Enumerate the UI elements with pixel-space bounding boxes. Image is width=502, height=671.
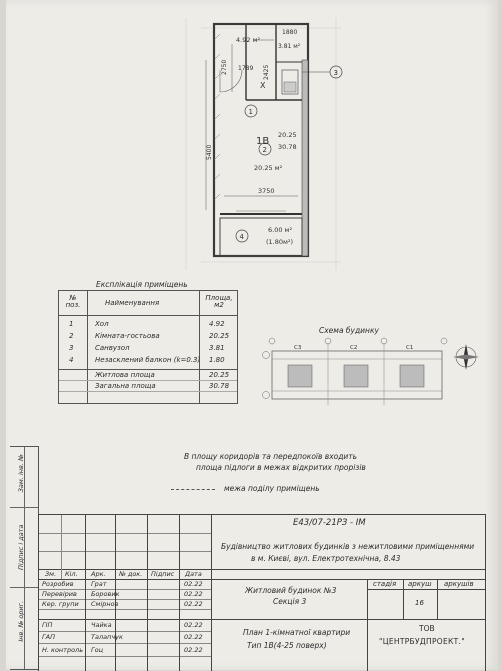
section-label: С1	[406, 345, 413, 351]
note-line-2: площа підлоги в межах відкритих прорізів	[196, 463, 366, 472]
row-num: 4	[69, 356, 74, 364]
title-block: Е43/07-21РЗ - ІМ Будівництво житлових бу…	[38, 514, 486, 671]
living-value: 20.25	[209, 371, 230, 379]
role-label: Розробив	[42, 580, 74, 588]
person-name: Гоц	[91, 646, 104, 654]
legend-text: межа поділу приміщень	[224, 484, 320, 493]
scheme-title: Схема будинку	[319, 326, 379, 335]
person-name: Талапчук	[91, 633, 123, 641]
side-label-orig: Інв. № ориг.	[16, 600, 25, 642]
row-num: 1	[69, 320, 74, 328]
project-line-2: в м. Києві, вул. Електротехнічна, 8.43	[251, 554, 401, 563]
row-area: 3.81	[209, 344, 225, 352]
door-mark: X	[260, 81, 266, 90]
row-area: 4.92	[209, 320, 225, 328]
plan-title-2: Тип 1В(4-25 поверх)	[247, 641, 327, 650]
mark-2: 2	[263, 146, 267, 154]
living-area: 20.25 м²	[254, 164, 283, 172]
room-label: 1В	[256, 136, 269, 147]
row-area: 1.80	[209, 356, 225, 364]
drawing-code: Е43/07-21РЗ - ІМ	[293, 518, 366, 528]
drawing-sheet: 4.92 м² 1880 3.81 м² 2425 2750 1789 X 1 …	[6, 0, 498, 671]
person-name: Чайка	[91, 621, 112, 629]
col-header: Арк.	[91, 570, 106, 578]
section-label: С3	[294, 345, 302, 351]
sign-date: 02.22	[184, 621, 203, 629]
side-label-replace: Зам. інв. №	[16, 454, 25, 493]
head-num: № поз.	[65, 294, 81, 309]
sign-date: 02.22	[184, 580, 203, 588]
person-name: Грат	[91, 580, 107, 588]
col-header: Підпис	[151, 570, 175, 578]
width-dim: 3750	[258, 187, 275, 195]
mark-3: 3	[334, 69, 338, 77]
head-area: Площа, м2	[205, 294, 233, 309]
row-area: 20.25	[209, 332, 230, 340]
living-label: Житлова площа	[95, 371, 155, 379]
side-label-sign: Підпис і дата	[16, 524, 25, 570]
row-name: Хол	[95, 320, 109, 328]
row-name: Санвузол	[95, 344, 130, 352]
role-label: Перевірив	[42, 590, 77, 598]
note-line-1: В площу коридорів та передпокоїв входить	[184, 452, 358, 461]
bath-width-dim: 1880	[282, 29, 297, 36]
balcony-reduced: (1.80м²)	[266, 238, 293, 246]
col-header: № док.	[119, 570, 143, 578]
project-line-1: Будівництво житлових будинків з нежитлов…	[221, 542, 475, 551]
total-area: 30.78	[278, 143, 297, 151]
mark-1: 1	[249, 108, 253, 116]
mark-4: 4	[240, 233, 245, 241]
row-name: Незасклений балкон (k=0.3)	[95, 356, 201, 364]
role-label: ГІП	[42, 621, 53, 629]
total-label: Загальна площа	[95, 382, 156, 390]
section-label: С2	[350, 345, 357, 351]
sign-date: 02.22	[184, 590, 203, 598]
sheets-label: аркушів	[444, 580, 474, 588]
building-name: Житловий будинок №3	[245, 586, 337, 595]
person-name: Смірнов	[91, 600, 119, 608]
sign-date: 02.22	[184, 646, 203, 654]
row-num: 2	[69, 332, 74, 340]
col-header: Кіл.	[65, 570, 78, 578]
height-dim: 5400	[206, 145, 213, 160]
floor-plan: 4.92 м² 1880 3.81 м² 2425 2750 1789 X 1 …	[185, 18, 343, 270]
entry-dim: 1789	[238, 65, 253, 72]
row-name: Кімната-гостьова	[95, 332, 160, 340]
row-num: 3	[69, 344, 74, 352]
bath-height-dim: 2425	[263, 65, 270, 80]
role-label: ГАП	[42, 633, 55, 641]
col-header: Дата	[185, 570, 202, 578]
room-area: 20.25	[278, 131, 297, 139]
sheet-label: аркуш	[408, 580, 432, 588]
legend-dash	[171, 489, 215, 490]
head-name: Найменування	[105, 299, 160, 307]
company-line-2: "ЦЕНТРБУДПРОЕКТ."	[379, 637, 465, 646]
balcony-outline	[219, 217, 303, 257]
stage-label: стадія	[373, 580, 397, 588]
plan-title-1: План 1-кімнатної квартири	[243, 628, 351, 637]
sign-date: 02.22	[184, 633, 203, 641]
bath-area: 3.81 м²	[278, 43, 301, 50]
company-line-1: ТОВ	[419, 624, 435, 633]
explication-table: № поз. Найменування Площа, м2 1 Хол 4.92…	[58, 290, 238, 404]
section-name: Секція 3	[273, 597, 307, 606]
building-scheme: С3 С2 С1	[262, 337, 479, 405]
sheet-number: 16	[415, 599, 424, 607]
role-label: Кер. групи	[42, 600, 79, 608]
role-label: Н. контроль	[42, 646, 84, 654]
total-value: 30.78	[209, 382, 230, 390]
col-header: Зм.	[45, 570, 57, 578]
sign-date: 02.22	[184, 600, 203, 608]
hall-area: 4.92 м²	[236, 36, 260, 44]
person-name: Боровик	[91, 590, 120, 598]
explication-title: Експлікація приміщень	[96, 280, 188, 289]
balcony-area: 6.00 м²	[268, 226, 292, 234]
hall-width-dim: 2750	[221, 60, 228, 75]
